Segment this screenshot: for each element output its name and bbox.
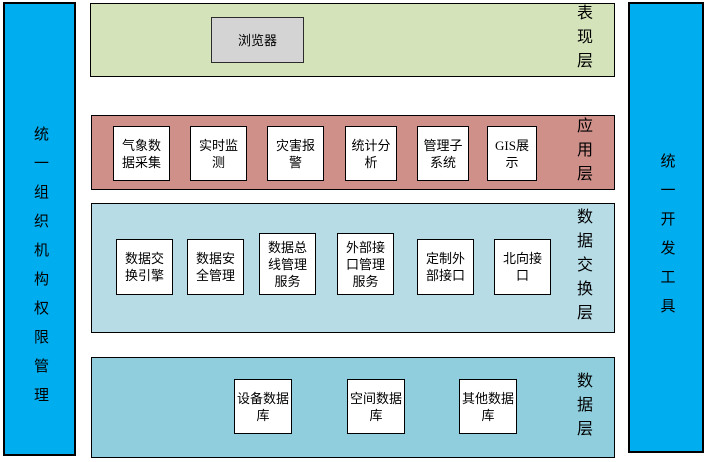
layer-application-label: 应用层 xyxy=(574,116,591,189)
right-pillar-label: 统一开发工具 xyxy=(658,152,675,327)
left-pillar: 统一组织机构权限管理 xyxy=(3,2,76,456)
box-data-bus-management-service: 数据总线管理服务 xyxy=(259,233,316,295)
box-management-subsystem: 管理子系统 xyxy=(417,126,469,181)
box-gis-display: GIS展示 xyxy=(487,126,537,181)
layer-presentation-label: 表现层 xyxy=(574,4,591,76)
box-northbound-interface: 北向接口 xyxy=(494,239,551,295)
left-pillar-label: 统一组织机构权限管理 xyxy=(32,126,48,416)
browser-box: 浏览器 xyxy=(211,17,304,63)
box-custom-external-interface: 定制外部接口 xyxy=(417,239,474,295)
box-disaster-alarm: 灾害报警 xyxy=(267,126,324,181)
layer-data-exchange: 数据交换引擎 数据安全管理 数据总线管理服务 外部接口管理服务 定制外部接口 北… xyxy=(91,203,615,333)
layer-data-label: 数据层 xyxy=(574,371,591,444)
layer-presentation: 浏览器 表现层 xyxy=(90,3,615,77)
box-weather-data-collection: 气象数据采集 xyxy=(113,126,170,181)
right-pillar: 统一开发工具 xyxy=(628,2,704,453)
box-realtime-monitoring: 实时监测 xyxy=(190,126,247,181)
box-device-database: 设备数据库 xyxy=(234,379,292,434)
box-data-security-management: 数据安全管理 xyxy=(187,239,244,295)
layer-data: 设备数据库 空间数据库 其他数据库 数据层 xyxy=(91,357,615,458)
layer-application: 气象数据采集 实时监测 灾害报警 统计分析 管理子系统 GIS展示 应用层 xyxy=(91,115,615,190)
box-data-exchange-engine: 数据交换引擎 xyxy=(116,239,173,295)
box-other-database: 其他数据库 xyxy=(459,379,517,434)
layer-data-exchange-label: 数据交换层 xyxy=(574,208,591,328)
box-spatial-database: 空间数据库 xyxy=(347,379,405,434)
box-external-interface-management-service: 外部接口管理服务 xyxy=(337,233,394,295)
box-statistical-analysis: 统计分析 xyxy=(345,126,397,181)
